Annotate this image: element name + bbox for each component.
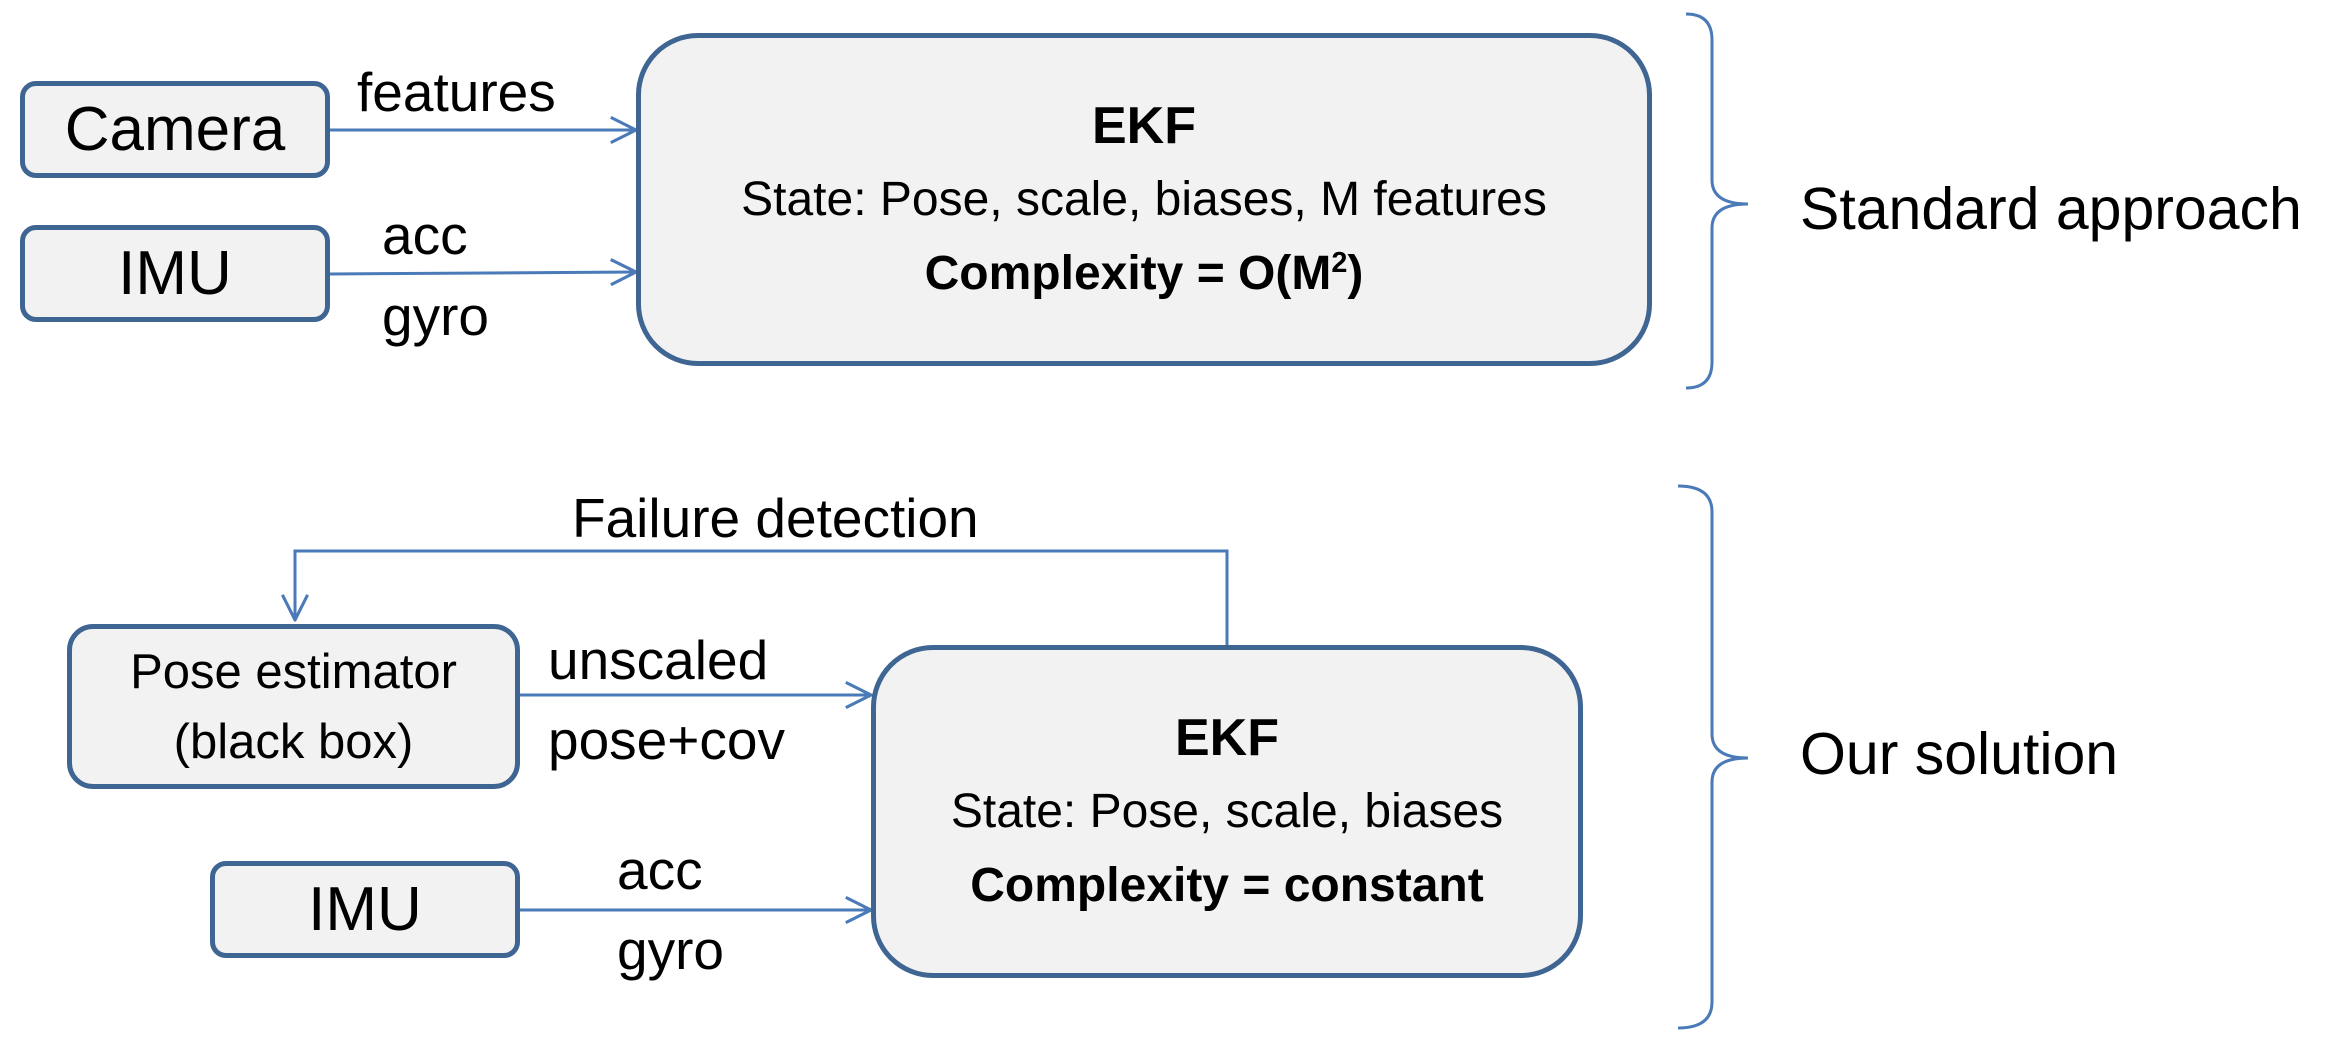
imu-top-arrow [329,272,636,274]
features-label: features [357,61,556,123]
ekf-complexity: Complexity = constant [970,858,1484,912]
standard-approach-brace [1685,12,1749,390]
imu-label: IMU [118,239,232,308]
ekf-box-solution: EKF State: Pose, scale, biases Complexit… [871,645,1583,978]
ekf-state-text: State: Pose, scale, biases [950,784,1504,838]
unscaled-label: unscaled [548,629,769,691]
complexity-suffix: ) [1347,246,1364,300]
ekf-title: EKF [1175,708,1279,767]
our-solution-brace [1677,484,1749,1030]
complexity-exponent: 2 [1331,246,1348,279]
our-solution-label: Our solution [1800,721,2119,787]
ekf-state-text: State: Pose, scale, biases, M features [741,172,1547,226]
imu-box-bottom: IMU [210,861,520,958]
camera-label: Camera [64,95,286,164]
posecov-label: pose+cov [548,709,785,771]
ekf-title: EKF [1092,96,1196,155]
gyro-label-top: gyro [382,285,489,347]
imu-label: IMU [308,875,422,944]
pose-estimator-line2: (black box) [173,714,414,769]
failure-detection-arrow [295,549,1229,647]
gyro-label-bottom: gyro [617,919,724,981]
pose-estimator-box: Pose estimator (black box) [67,624,520,789]
ekf-box-standard: EKF State: Pose, scale, biases, M featur… [636,33,1652,366]
acc-label-bottom: acc [617,839,703,901]
camera-box: Camera [20,81,330,178]
ekf-complexity: Complexity = O(M2) [925,237,1364,311]
acc-label-top: acc [382,204,468,266]
failure-detection-label: Failure detection [572,487,979,549]
pose-estimator-line1: Pose estimator [130,644,457,699]
complexity-prefix: Complexity = O(M [924,246,1332,300]
imu-box-top: IMU [20,225,330,322]
standard-approach-label: Standard approach [1800,176,2302,242]
